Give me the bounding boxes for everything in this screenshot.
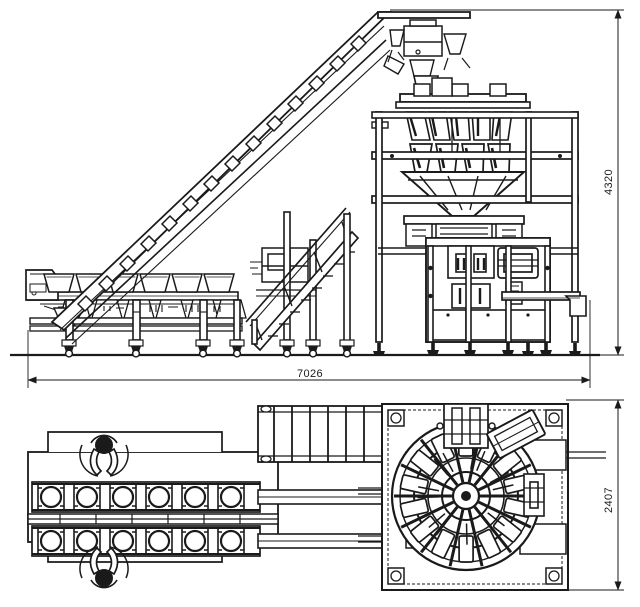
- dimension-value-length: 7026: [297, 368, 323, 380]
- plan-bucket-lane-upper: [31, 481, 261, 513]
- plan-film-reel: [486, 409, 546, 459]
- dimension-overall-height: 4320: [390, 9, 624, 356]
- plan-feed-chute: [436, 403, 496, 449]
- plan-bagger-detail: [523, 473, 545, 517]
- discharge-conveyor: [501, 291, 587, 317]
- dimension-overall-length: 7026: [27, 300, 591, 388]
- plan-access-staircase: [257, 405, 393, 463]
- plan-view: [27, 403, 606, 591]
- dimension-overall-width: 2407: [566, 399, 624, 591]
- plan-centre-rail: [27, 513, 279, 525]
- plan-multihead-weigher: [390, 420, 542, 572]
- plan-bucket-lane-lower: [31, 525, 261, 557]
- dimension-value-height: 4320: [603, 169, 615, 195]
- dimension-value-width: 2407: [603, 487, 615, 513]
- side-elevation-view: [10, 11, 600, 358]
- vffs-bagger: [425, 237, 552, 354]
- access-staircase: [245, 207, 360, 358]
